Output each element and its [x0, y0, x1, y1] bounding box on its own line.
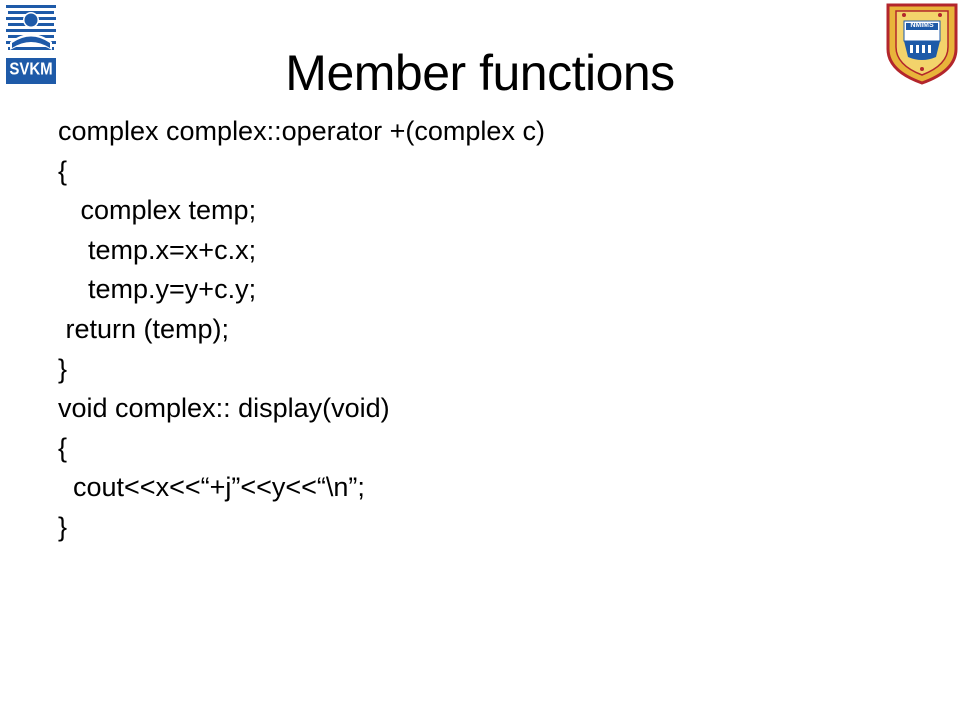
svkm-logo-icon — [2, 2, 60, 88]
nmims-crest-icon — [884, 1, 960, 85]
code-line: temp.y=y+c.y; — [58, 274, 257, 305]
code-line: } — [58, 511, 68, 542]
code-block: complex complex::operator +(complex c) {… — [58, 112, 938, 548]
code-line: cout<<x<<“+j”<<y<<“\n”; — [58, 472, 365, 503]
code-line: } — [58, 353, 68, 384]
svkm-logo-text: SVKM — [9, 59, 53, 80]
code-line: temp.x=x+c.x; — [58, 234, 257, 265]
code-line: { — [58, 155, 68, 186]
page-title: Member functions — [285, 44, 675, 101]
code-line: { — [58, 432, 68, 463]
nmims-crest-text: NMIMS — [910, 22, 934, 29]
code-line: complex temp; — [58, 195, 257, 226]
code-line: void complex:: display(void) — [58, 393, 390, 424]
code-line: return (temp); — [58, 313, 230, 344]
code-line: complex complex::operator +(complex c) — [58, 116, 545, 146]
